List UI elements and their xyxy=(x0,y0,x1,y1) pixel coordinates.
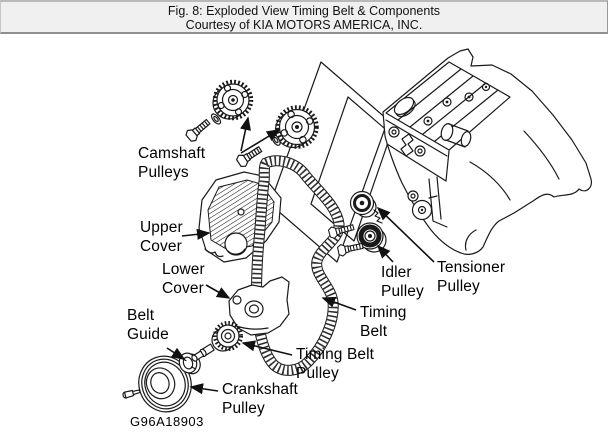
arrow-camshaft-left xyxy=(240,116,251,152)
camshaft-pulley-gear-left xyxy=(212,79,254,121)
label-timing-belt-pulley: Timing Belt Pulley xyxy=(296,346,375,382)
arrow-tensioner-pulley xyxy=(376,206,435,263)
camshaft-bolt-left xyxy=(185,118,211,142)
label-lower-cover: Lower Cover xyxy=(162,261,205,297)
label-upper-cover: Upper Cover xyxy=(140,219,183,255)
tensioner-pulley-drawing xyxy=(349,190,383,224)
arrow-crankshaft-pulley xyxy=(189,383,219,395)
arrow-timing-belt-pulley xyxy=(241,340,293,356)
figure-courtesy: Courtesy of KIA MOTORS AMERICA, INC. xyxy=(185,18,423,32)
crankshaft-pulley-drawing xyxy=(138,355,192,413)
label-crankshaft-pulley: Crankshaft Pulley xyxy=(222,381,298,417)
figure-title: Fig. 8: Exploded View Timing Belt & Comp… xyxy=(167,4,441,18)
arrow-camshaft-right xyxy=(240,129,281,154)
label-idler-pulley: Idler Pulley xyxy=(381,264,424,300)
timing-belt-pulley-drawing xyxy=(191,321,243,362)
idler-bolt-upper xyxy=(327,224,355,239)
oil-cap xyxy=(393,96,416,118)
label-timing-belt: Timing Belt xyxy=(360,304,407,340)
leader-arrows xyxy=(166,116,435,395)
timing-belt-drawing xyxy=(251,155,345,376)
arrow-idler-pulley xyxy=(376,244,394,263)
figure-header: Fig. 8: Exploded View Timing Belt & Comp… xyxy=(0,0,608,34)
idler-bolt-lower xyxy=(337,242,364,257)
arrow-lower-cover xyxy=(205,284,231,299)
camshaft-bolt-right xyxy=(235,146,263,167)
camshaft-pulley-gear-right xyxy=(274,105,319,149)
figure-code: G96A18903 xyxy=(130,414,204,429)
lower-timing-cover xyxy=(228,276,290,336)
crankshaft-bolt xyxy=(122,389,141,399)
arrow-belt-guide xyxy=(166,347,186,360)
label-belt-guide: Belt Guide xyxy=(127,307,169,343)
engine-boss-cylinder xyxy=(440,123,472,148)
arrow-upper-cover xyxy=(181,228,211,240)
arrow-timing-belt xyxy=(321,296,357,311)
label-tensioner-pulley: Tensioner Pulley xyxy=(437,259,506,295)
valve-cover-bolt-holes xyxy=(423,82,491,126)
camshaft-washer-left xyxy=(210,113,222,125)
engine-block xyxy=(382,48,592,255)
label-camshaft-pulleys: Camshaft Pulleys xyxy=(138,145,206,181)
